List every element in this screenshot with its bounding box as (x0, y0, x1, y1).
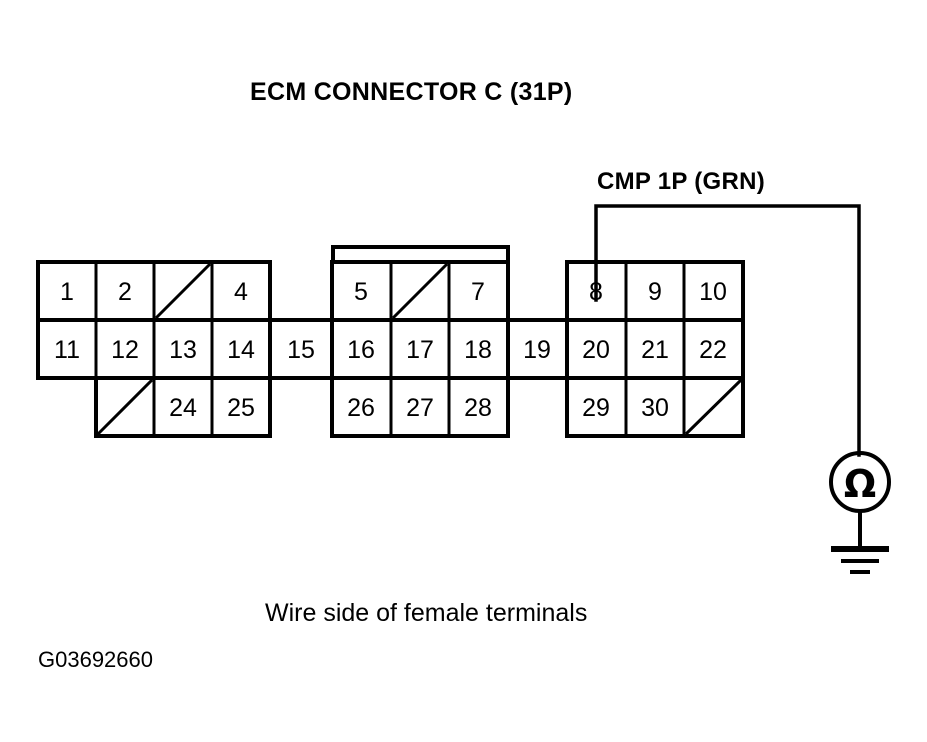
middle-block: 5 7 16 17 18 26 27 28 (330, 245, 510, 438)
pin-cell-10: 10 (699, 278, 727, 306)
pin-cell-15: 15 (287, 336, 315, 364)
wire-path-group (594, 204, 861, 457)
pin-cell-5: 5 (354, 278, 368, 306)
right-block-bottom-row-frame (565, 376, 745, 438)
ohm-glyph: Ω (844, 462, 876, 506)
pin-cell-7: 7 (471, 278, 485, 306)
pin-cell-27: 27 (406, 394, 434, 422)
pin-cell-25: 25 (227, 394, 255, 422)
cmp-signal-label: CMP 1P (GRN) (597, 168, 765, 195)
pin-cell-9: 9 (648, 278, 662, 306)
pin-cell-18: 18 (464, 336, 492, 364)
pin-cell-21: 21 (641, 336, 669, 364)
figure-code: G03692660 (38, 647, 153, 672)
pin-cell-29: 29 (582, 394, 610, 422)
earth-ground-icon (831, 546, 889, 574)
cmp-to-ohmmeter-wire (594, 204, 861, 457)
pin-cell-28: 28 (464, 394, 492, 422)
middle-block-bottom-row-frame (330, 376, 510, 438)
pin-cell-2: 2 (118, 278, 132, 306)
pin-cell-1: 1 (60, 278, 74, 306)
left-blank-cell-diagonal-bottom (96, 378, 154, 436)
bridge-cell-19-group: 19 (506, 318, 569, 380)
middle-blank-cell-diagonal (391, 262, 449, 320)
pin-cell-19: 19 (523, 336, 551, 364)
pin-cell-22: 22 (699, 336, 727, 364)
bridge-cell-15-group: 15 (268, 318, 334, 380)
left-block: 1 2 4 11 12 13 14 24 25 (36, 260, 272, 438)
pin-cell-16: 16 (347, 336, 375, 364)
pin-cell-24: 24 (169, 394, 197, 422)
pin-cell-20: 20 (582, 336, 610, 364)
ohmmeter-symbol: Ω (829, 451, 891, 548)
right-blank-cell-diagonal (684, 378, 743, 436)
pin-cell-11: 11 (54, 336, 80, 364)
pin-cell-4: 4 (234, 278, 248, 306)
pin-cell-12: 12 (111, 336, 139, 364)
right-block: 8 9 10 20 21 22 29 30 (565, 260, 745, 438)
left-blank-cell-diagonal-top (154, 262, 212, 320)
pin-cell-26: 26 (347, 394, 375, 422)
pin-cell-13: 13 (169, 336, 197, 364)
figure-caption: Wire side of female terminals (265, 599, 587, 627)
pin-cell-14: 14 (227, 336, 255, 364)
pin-cell-30: 30 (641, 394, 669, 422)
pin-cell-8: 8 (589, 278, 603, 306)
page-title: ECM CONNECTOR C (31P) (250, 78, 573, 106)
left-block-bottom-row-frame (94, 376, 272, 438)
middle-block-locking-tab (331, 245, 510, 264)
pin-cell-17: 17 (406, 336, 434, 364)
